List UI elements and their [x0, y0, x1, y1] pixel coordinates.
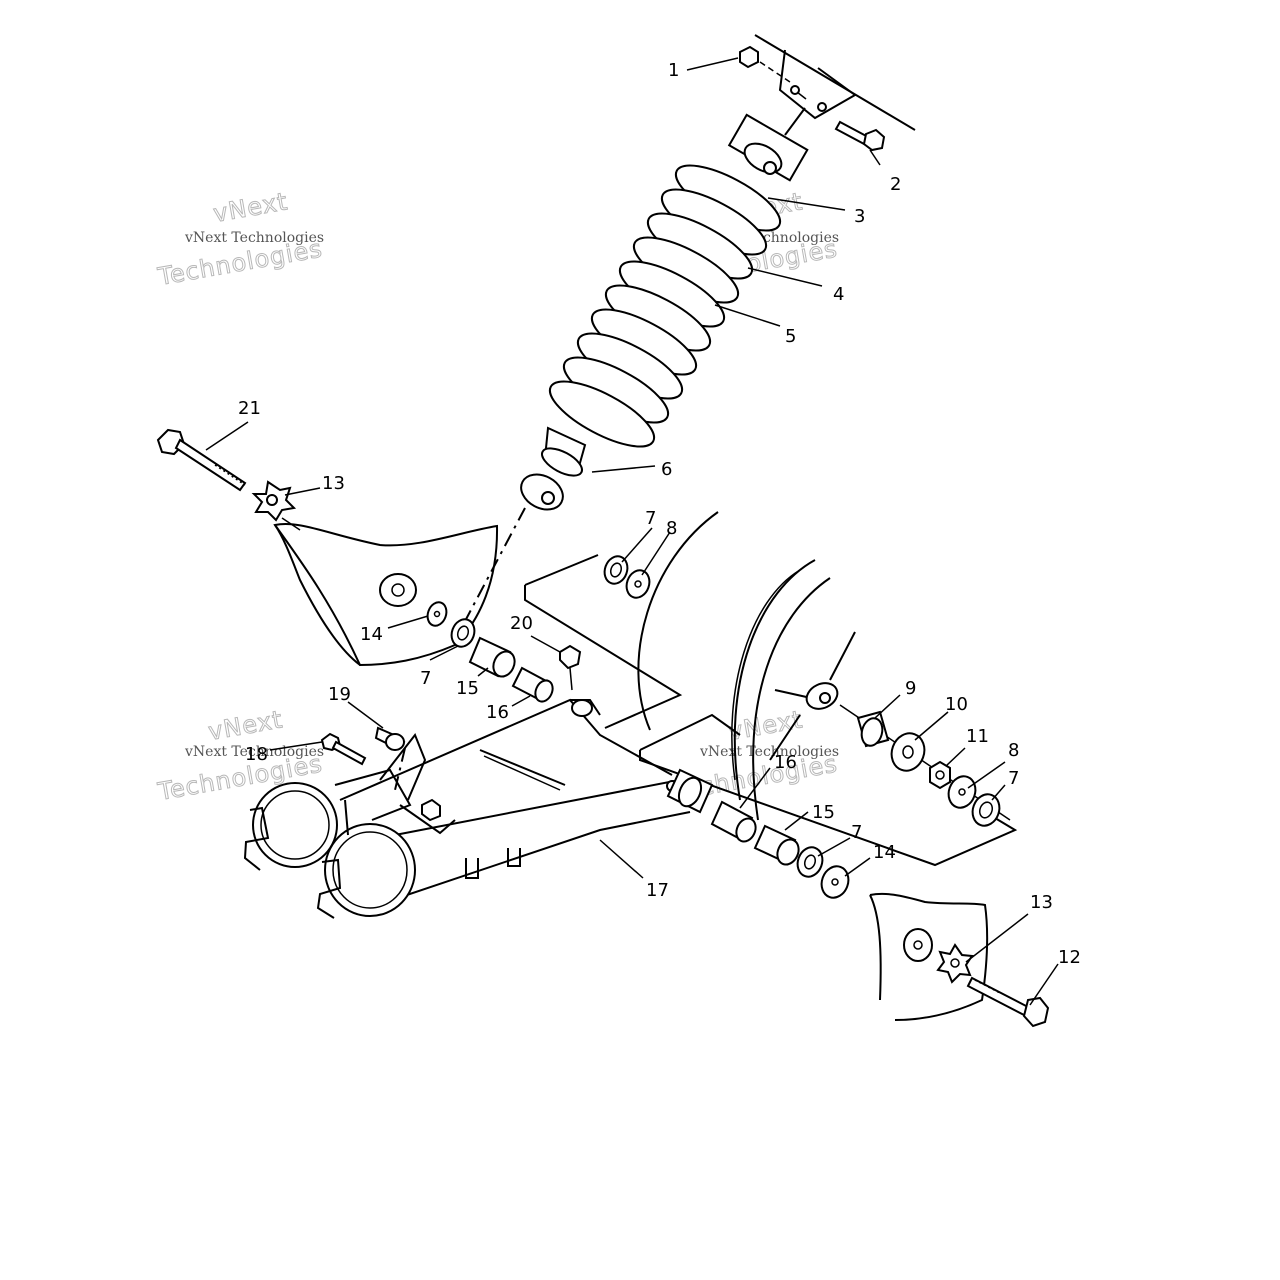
callout-19: 19	[328, 684, 351, 705]
callout-1: 1	[668, 60, 679, 81]
clamp-right	[316, 823, 416, 919]
right-mount-plate	[869, 892, 989, 1021]
callout-13-left: 13	[322, 473, 345, 494]
callout-7-right: 7	[1008, 768, 1019, 789]
left-mount-plate	[273, 517, 499, 667]
phantom-outlines	[524, 511, 1018, 867]
callout-18: 18	[245, 744, 268, 765]
callout-20: 20	[510, 613, 533, 634]
wheel-arc	[731, 559, 831, 821]
washer-7-lower	[796, 846, 824, 878]
shock-absorber	[454, 142, 783, 641]
bushing-16-right	[710, 800, 757, 843]
a-arm-17	[243, 698, 714, 919]
washer-14-left	[426, 601, 448, 627]
callout-2: 2	[890, 174, 901, 195]
callout-15-right: 15	[812, 802, 835, 823]
washer-8-right	[947, 775, 977, 809]
callout-8-right: 8	[1008, 740, 1019, 761]
grease-fitting-20	[559, 644, 582, 691]
callout-7-upper: 7	[645, 508, 656, 529]
callout-15-left: 15	[456, 678, 479, 699]
coil-spring	[548, 164, 782, 448]
cap-part-19	[374, 726, 406, 791]
callout-12: 12	[1058, 947, 1081, 968]
star-washer-13-right	[936, 943, 974, 984]
clamp-left	[243, 782, 338, 871]
washer-7-left	[450, 618, 476, 648]
bolt-part-18	[320, 732, 367, 766]
spacer-9	[856, 710, 890, 748]
svg-text:vNext Technologies: vNext Technologies	[184, 230, 324, 246]
leader-lines	[205, 57, 1059, 1006]
svg-text:vNext: vNext	[211, 187, 290, 228]
washer-8-upper	[625, 569, 651, 599]
callout-14-left: 14	[360, 624, 383, 645]
callout-11: 11	[966, 726, 989, 747]
callout-21: 21	[238, 398, 261, 419]
callout-16-left: 16	[486, 702, 509, 723]
nut-11	[929, 760, 951, 790]
callout-labels: 1 2 3 4 5 6 7 8 21 13 14 7 15 20 16 19 1…	[238, 60, 1081, 968]
svg-text:vNext Technologies: vNext Technologies	[184, 744, 324, 760]
washer-14-lower	[820, 865, 850, 899]
callout-4: 4	[833, 284, 844, 305]
star-washer-13-left	[251, 480, 297, 522]
callout-16-right: 16	[774, 752, 797, 773]
bushing-16-left	[511, 666, 554, 703]
bolt-part-21	[156, 428, 247, 492]
bushing-10	[890, 732, 926, 772]
svg-text:vNext: vNext	[206, 705, 285, 746]
watermark-top-left: vNext vNext Technologies Technologies	[155, 187, 325, 292]
bushing-15-right	[753, 824, 800, 866]
callout-17: 17	[646, 880, 669, 901]
washer-7-right	[971, 793, 1001, 827]
callout-6: 6	[661, 459, 672, 480]
callout-14-lower: 14	[873, 842, 896, 863]
callout-13-right: 13	[1030, 892, 1053, 913]
callout-8-upper: 8	[666, 518, 677, 539]
callout-3: 3	[854, 206, 865, 227]
callout-7-left: 7	[420, 668, 431, 689]
callout-7-lower: 7	[851, 822, 862, 843]
callout-10: 10	[945, 694, 968, 715]
bolt-part-2	[834, 120, 886, 152]
callout-5: 5	[785, 326, 796, 347]
bushing-15-left	[468, 636, 516, 678]
nut-part-1	[739, 45, 791, 83]
washer-7-upper	[603, 555, 629, 585]
callout-9: 9	[905, 678, 916, 699]
